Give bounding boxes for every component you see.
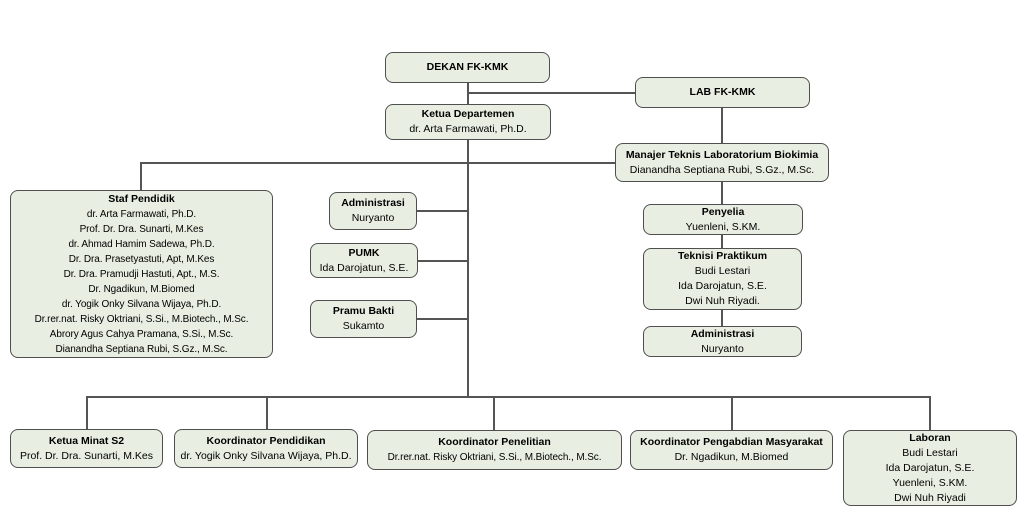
node-manajer-teknis-title: Manajer Teknis Laboratorium Biokimia (625, 148, 819, 161)
node-administrasi-dept-title: Administrasi (341, 197, 405, 209)
connector-manajer-penyelia (721, 182, 723, 204)
node-penyelia: Penyelia Yuenleni, S.KM. (643, 204, 803, 235)
node-koordinator-pengabdian: Koordinator Pengabdian Masyarakat Dr. Ng… (630, 430, 833, 470)
node-koordinator-pendidikan-title: Koordinator Pendidikan (206, 434, 326, 447)
node-pramu-bakti-names: Sukamto (342, 320, 385, 332)
node-teknisi-praktikum: Teknisi Praktikum Budi Lestari Ida Daroj… (643, 248, 802, 310)
connector-teknisi-administrasi (721, 310, 723, 326)
node-koordinator-penelitian-names: Dr.rer.nat. Risky Oktriani, S.Si., M.Bio… (387, 452, 602, 463)
node-lab: LAB FK-KMK (635, 77, 810, 108)
node-teknisi-praktikum-names: Budi Lestari Ida Darojatun, S.E. Dwi Nuh… (678, 265, 767, 307)
node-dekan-title: DEKAN FK-KMK (426, 61, 509, 73)
node-administrasi-lab-names: Nuryanto (701, 342, 744, 355)
node-ketua-departemen-title: Ketua Departemen (421, 108, 515, 120)
node-pramu-bakti: Pramu Bakti Sukamto (310, 300, 417, 338)
node-administrasi-dept-names: Nuryanto (351, 212, 395, 224)
node-penyelia-title: Penyelia (701, 205, 745, 218)
node-lab-title: LAB FK-KMK (689, 86, 756, 98)
connector-drop-staf-pendidik (140, 162, 142, 190)
node-manajer-teknis: Manajer Teknis Laboratorium Biokimia Dia… (615, 143, 829, 182)
connector-drop-ketua-minat (86, 396, 88, 429)
node-staf-pendidik-title: Staf Pendidik (108, 192, 175, 205)
node-ketua-minat-s2-names: Prof. Dr. Dra. Sunarti, M.Kes (19, 449, 154, 462)
connector-penyelia-teknisi (721, 234, 723, 248)
node-staf-pendidik-names: dr. Arta Farmawati, Ph.D. Prof. Dr. Dra.… (34, 208, 249, 355)
node-ketua-departemen-names: dr. Arta Farmawati, Ph.D. (409, 123, 527, 135)
node-koordinator-pendidikan-names: dr. Yogik Onky Silvana Wijaya, Ph.D. (180, 449, 352, 462)
connector-pumk (418, 260, 467, 262)
node-administrasi-lab-title: Administrasi (690, 327, 755, 340)
connector-drop-koordinator-pendidikan (266, 396, 268, 429)
node-ketua-departemen: Ketua Departemen dr. Arta Farmawati, Ph.… (385, 104, 551, 140)
node-dekan: DEKAN FK-KMK (385, 52, 550, 83)
node-koordinator-pengabdian-title: Koordinator Pengabdian Masyarakat (640, 436, 823, 448)
node-laboran: Laboran Budi Lestari Ida Darojatun, S.E.… (843, 430, 1017, 506)
node-ketua-minat-s2-title: Ketua Minat S2 (48, 434, 125, 447)
node-staf-pendidik: Staf Pendidik dr. Arta Farmawati, Ph.D. … (10, 190, 273, 358)
node-koordinator-pendidikan: Koordinator Pendidikan dr. Yogik Onky Si… (174, 429, 358, 468)
node-pramu-bakti-title: Pramu Bakti (332, 305, 395, 317)
node-koordinator-penelitian: Koordinator Penelitian Dr.rer.nat. Risky… (367, 430, 622, 470)
connector-administrasi-dept (417, 210, 467, 212)
connector-drop-laboran (929, 396, 931, 430)
connector-drop-koordinator-penelitian (493, 396, 495, 430)
node-koordinator-penelitian-title: Koordinator Penelitian (438, 436, 551, 448)
node-penyelia-names: Yuenleni, S.KM. (685, 220, 761, 233)
node-pumk-title: PUMK (348, 246, 380, 259)
node-pumk: PUMK Ida Darojatun, S.E. (310, 243, 418, 278)
connector-pramu-bakti (417, 318, 467, 320)
node-administrasi-dept: Administrasi Nuryanto (329, 192, 417, 230)
connector-branch-staf-manajer (140, 162, 615, 164)
node-pumk-names: Ida Darojatun, S.E. (319, 261, 409, 274)
node-teknisi-praktikum-title: Teknisi Praktikum (677, 250, 768, 262)
node-ketua-minat-s2: Ketua Minat S2 Prof. Dr. Dra. Sunarti, M… (10, 429, 163, 468)
node-administrasi-lab: Administrasi Nuryanto (643, 326, 802, 357)
connector-drop-koordinator-pengabdian (731, 396, 733, 430)
connector-dekan-lab (467, 92, 635, 94)
connector-dekan-ketua (467, 83, 469, 104)
node-laboran-names: Budi Lestari Ida Darojatun, S.E. Yuenlen… (885, 446, 975, 504)
connector-bottom-spine (86, 396, 930, 398)
node-laboran-title: Laboran (909, 431, 951, 444)
node-manajer-teknis-names: Dianandha Septiana Rubi, S.Gz., M.Sc. (629, 163, 815, 176)
node-koordinator-pengabdian-names: Dr. Ngadikun, M.Biomed (674, 451, 789, 463)
connector-lab-manajer (721, 108, 723, 143)
connector-trunk (467, 140, 469, 397)
